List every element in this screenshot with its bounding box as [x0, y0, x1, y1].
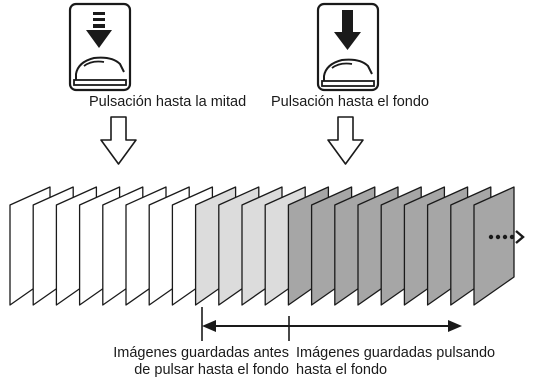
dotted-arrow-icon [488, 230, 525, 244]
before-caption-line2: de pulsar hasta el fondo [134, 362, 289, 378]
frame-stack [9, 186, 515, 306]
shutter-half-press-icon [68, 2, 132, 92]
before-full-press-caption: Imágenes guardadas antes de pulsar hasta… [91, 345, 289, 379]
down-arrow-full-icon [327, 116, 364, 165]
full-press-label: Pulsación hasta el fondo [271, 94, 429, 110]
down-arrow-half-icon [100, 116, 137, 165]
during-full-press-caption: Imágenes guardadas pulsando hasta el fon… [296, 345, 495, 379]
shutter-full-press-icon [316, 2, 380, 92]
range-arrows [201, 307, 462, 341]
during-caption-line1: Imágenes guardadas pulsando [296, 345, 496, 361]
half-press-label: Pulsación hasta la mitad [89, 94, 247, 110]
before-caption-line1: Imágenes guardadas antes [113, 345, 289, 361]
frame-dark [473, 186, 515, 306]
during-caption-line2: hasta el fondo [296, 362, 388, 378]
